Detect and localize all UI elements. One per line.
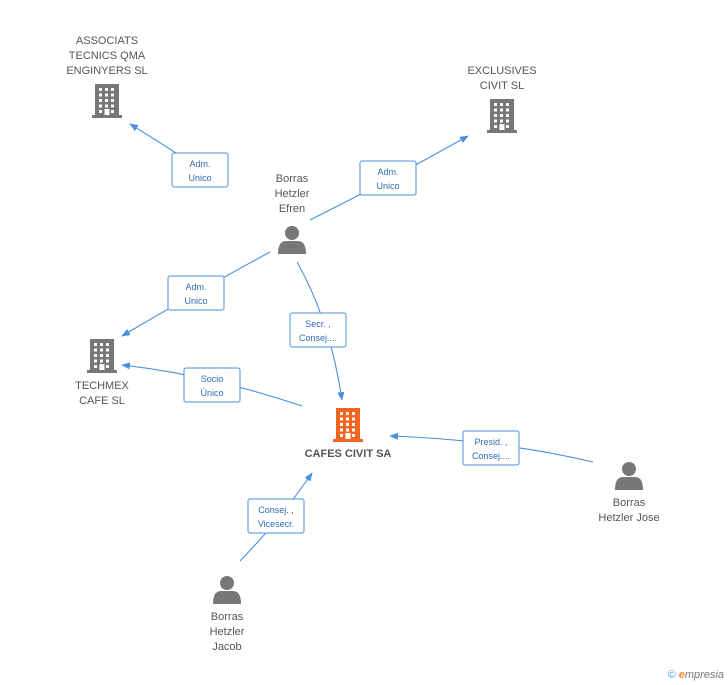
edge-jose-to-cafes: Presid. , Consej....: [389, 430, 594, 466]
edge-label-box: [289, 312, 347, 348]
building-icon: [333, 408, 363, 442]
edge-efren-to-cafes: Secr. , Consej....: [289, 261, 347, 401]
node-label-line: EXCLUSIVES: [467, 65, 536, 77]
edge-label-line: Secr. ,: [305, 319, 331, 329]
edge-efren-to-techmex: Adm. Unico: [121, 251, 271, 337]
edge-role-label[interactable]: Presid. , Consej....: [462, 430, 520, 466]
edge-label-line: Consej....: [472, 451, 510, 461]
node-label-line: Jacob: [212, 641, 241, 653]
edge-label-box: [247, 498, 305, 534]
building-icon: [92, 84, 122, 118]
edge-label-line: Único: [200, 388, 223, 398]
node-exclusives[interactable]: EXCLUSIVES CIVIT SL: [467, 65, 537, 133]
edge-label-line: Socio: [201, 374, 224, 384]
edge-role-label[interactable]: Consej. , Vicesecr.: [247, 498, 305, 534]
building-icon: [487, 99, 517, 133]
node-associats[interactable]: ASSOCIATS TECNICS QMA ENGINYERS SL: [66, 35, 148, 118]
brand-name: mpresia: [684, 669, 724, 681]
person-icon: [213, 576, 241, 604]
edge-label-box: [167, 275, 225, 311]
edge-role-label[interactable]: Adm. Unico: [171, 152, 229, 188]
edge-role-label[interactable]: Secr. , Consej....: [289, 312, 347, 348]
building-icon: [87, 339, 117, 373]
node-label-line: TECHMEX: [75, 380, 129, 392]
node-label-line: ASSOCIATS: [76, 35, 138, 47]
edge-efren-to-associats: Adm. Unico: [129, 123, 229, 188]
node-label-line: Borras: [211, 611, 244, 623]
edge-label-line: Unico: [184, 296, 207, 306]
edge-label-line: Vicesecr.: [258, 519, 294, 529]
edge-label-line: Unico: [188, 173, 211, 183]
edge-label-line: Adm.: [185, 282, 206, 292]
edge-efren-to-exclusives: Adm. Unico: [309, 135, 469, 221]
node-label-line: Borras: [613, 497, 646, 509]
person-icon: [278, 226, 306, 254]
node-label-line: Hetzler: [275, 188, 310, 200]
edge-role-label[interactable]: Adm. Unico: [359, 160, 417, 196]
brand-initial: e: [678, 669, 685, 681]
node-cafes[interactable]: CAFES CIVIT SA: [305, 408, 392, 460]
footer-brand: © empresia: [668, 669, 724, 681]
edge-label-line: Consej. ,: [258, 505, 294, 515]
edge-label-line: Presid. ,: [474, 437, 507, 447]
edge-label-line: Consej....: [299, 333, 337, 343]
node-techmex[interactable]: TECHMEX CAFE SL: [75, 339, 130, 407]
edge-label-line: Adm.: [189, 159, 210, 169]
node-label-line: CAFE SL: [79, 395, 125, 407]
edge-role-label[interactable]: Adm. Unico: [167, 275, 225, 311]
edge-label-box: [171, 152, 229, 188]
edge-label-line: Unico: [376, 181, 399, 191]
edge-jacob-to-cafes: Consej. , Vicesecr.: [239, 472, 313, 562]
node-label-line: ENGINYERS SL: [66, 65, 147, 77]
node-label-line: TECNICS QMA: [69, 50, 146, 62]
edge-label-box: [462, 430, 520, 466]
node-label-line: Hetzler: [210, 626, 245, 638]
node-label-line: Efren: [279, 203, 305, 215]
person-icon: [615, 462, 643, 490]
node-label-line: Hetzler Jose: [598, 512, 659, 524]
edge-label-box: [183, 367, 241, 403]
edge-label-box: [359, 160, 417, 196]
edge-label-line: Adm.: [377, 167, 398, 177]
copyright-symbol: ©: [667, 669, 676, 681]
node-label-line: CAFES CIVIT SA: [305, 448, 392, 460]
node-label-line: CIVIT SL: [480, 80, 524, 92]
node-label-line: Borras: [276, 173, 309, 185]
